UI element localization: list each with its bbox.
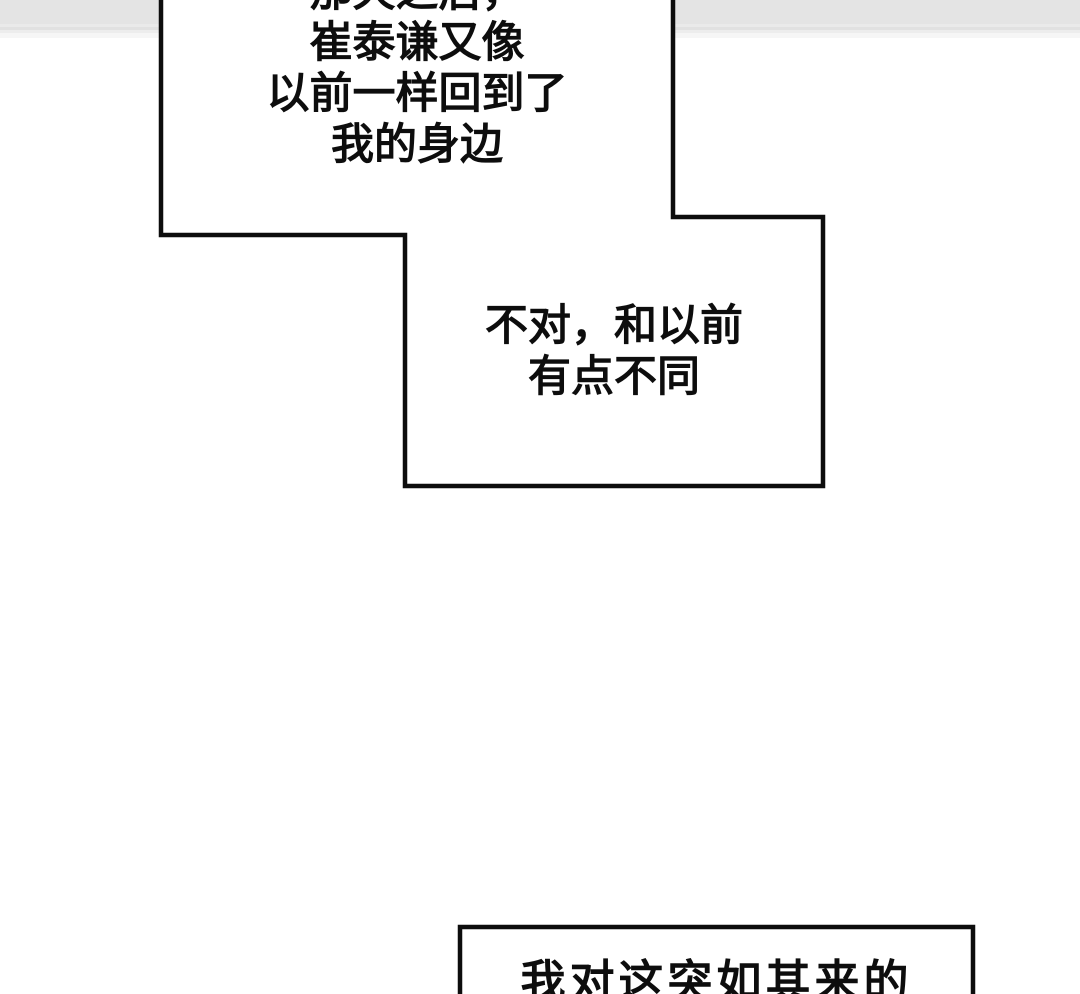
speech-line: 有点不同	[528, 351, 700, 402]
speech-line: 不对，和以前	[485, 300, 743, 351]
speech-line: 我的身边	[331, 120, 503, 170]
speech-bubble-top-text: 那天之后， 崔泰谦又像 以前一样回到了 我的身边	[161, 0, 673, 171]
speech-line: 以前一样回到了	[266, 69, 568, 119]
speech-line: 那天之后，	[161, 0, 673, 18]
speech-line: 崔泰谦又像	[309, 18, 525, 68]
speech-bubble-merged-outline	[158, 0, 826, 489]
speech-bubble-middle-text: 不对，和以前 有点不同	[405, 217, 823, 486]
speech-bubble-bottom-outline	[457, 924, 976, 994]
speech-line: 我对这突如其来的	[520, 955, 913, 994]
speech-bubble-bottom-text: 我对这突如其来的	[460, 956, 973, 994]
